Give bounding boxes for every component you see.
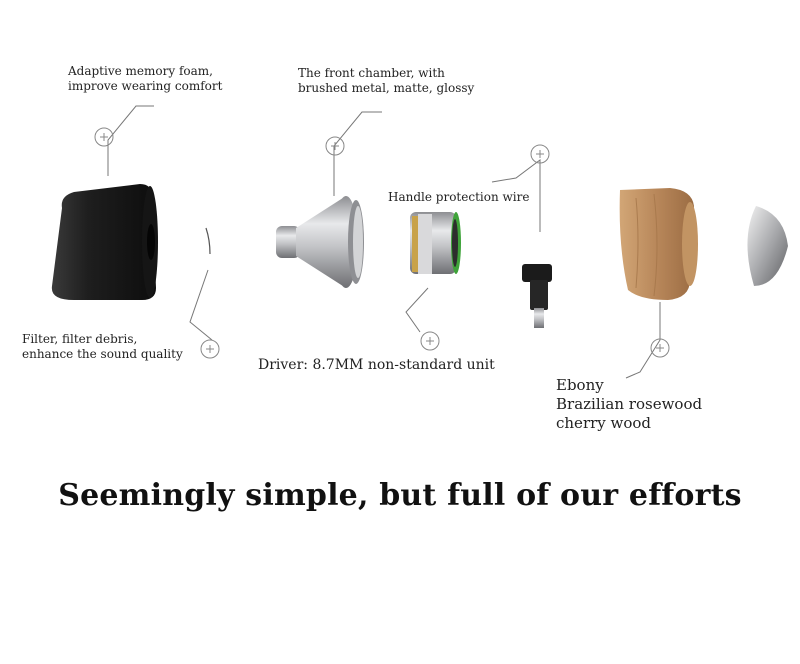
callout-foam: Adaptive memory foam, improve wearing co…: [68, 64, 222, 94]
leader-driver: [405, 287, 429, 333]
headline: Seemingly simple, but full of our effort…: [58, 478, 742, 513]
callout-filter-line-2: enhance the sound quality: [22, 347, 183, 361]
callout-foam-line-2: improve wearing comfort: [68, 79, 223, 93]
target-front-chamber-icon: [325, 136, 345, 156]
callout-driver: Driver: 8.7MM non-standard unit: [258, 357, 495, 375]
callout-front-chamber-line-1: The front chamber, with: [298, 66, 445, 80]
callout-handle-wire: Handle protection wire: [388, 190, 529, 205]
filter-mesh: [205, 227, 211, 255]
callout-wood-line-1: Ebony: [556, 376, 604, 394]
callout-front-chamber: The front chamber, with brushed metal, m…: [298, 66, 474, 96]
callout-handle-wire-line-1: Handle protection wire: [388, 190, 530, 204]
target-wood-icon: [650, 338, 670, 358]
leader-lines: [107, 105, 661, 379]
callout-front-chamber-line-2: brushed metal, matte, glossy: [298, 81, 475, 95]
callout-driver-line-1: Driver: 8.7MM non-standard unit: [258, 357, 495, 373]
leader-wood: [625, 302, 661, 379]
memory-foam-tip: [51, 184, 158, 300]
target-foam-icon: [94, 127, 114, 147]
target-handle-wire-icon: [530, 144, 550, 164]
front-chamber: [276, 196, 364, 288]
target-filter-icon: [200, 339, 220, 359]
target-driver-icon: [420, 331, 440, 351]
leader-filter: [189, 269, 213, 341]
target-markers: [94, 127, 670, 359]
leader-front-chamber: [333, 111, 382, 196]
callout-wood-line-2: Brazilian rosewood: [556, 394, 703, 413]
handle-connector: [522, 264, 552, 328]
callout-foam-line-1: Adaptive memory foam,: [68, 64, 213, 78]
back-cap: [747, 206, 788, 286]
leader-handle-wire: [491, 159, 541, 232]
callout-filter-line-1: Filter, filter debris,: [22, 332, 138, 346]
callout-wood-line-3: cherry wood: [556, 413, 652, 432]
callout-wood: Ebony Brazilian rosewood cherry wood: [556, 376, 702, 432]
leader-foam: [107, 105, 154, 176]
driver-unit: [410, 212, 461, 274]
wooden-shell: [619, 188, 698, 300]
callout-filter: Filter, filter debris, enhance the sound…: [22, 332, 183, 362]
